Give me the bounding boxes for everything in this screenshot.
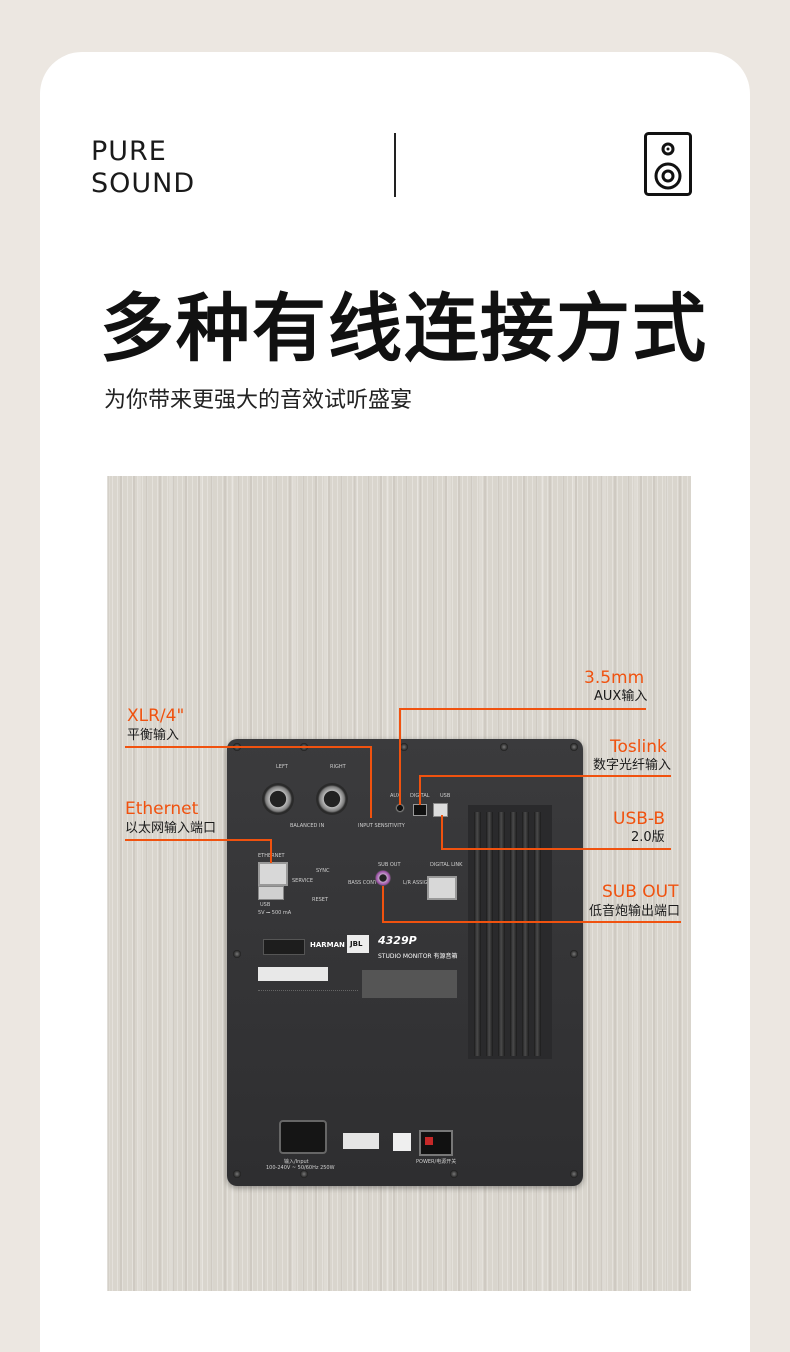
heatsink-fin — [534, 812, 541, 1056]
screw — [400, 743, 408, 751]
usb-power-label: 5V ⎓ 500 mA — [258, 910, 292, 916]
input-label: 输入/Input — [284, 1159, 309, 1165]
left-label: LEFT — [276, 764, 288, 770]
warning-label — [362, 970, 457, 998]
service-label: SERVICE — [292, 878, 314, 884]
bass-contour-label: BASS CONTOUR — [348, 880, 389, 886]
heatsink-fin — [474, 812, 481, 1056]
cert-sticker — [393, 1133, 411, 1151]
usbb-callout-desc: 2.0版 — [631, 830, 665, 845]
screw — [570, 950, 578, 958]
subout-callout-desc: 低音炮输出端口 — [589, 904, 681, 919]
balanced-in-label: BALANCED IN — [290, 823, 325, 829]
power-socket[interactable] — [279, 1120, 327, 1154]
xlr-callout-desc: 平衡输入 — [127, 728, 180, 743]
usb-top-label: USB — [440, 793, 451, 799]
ethernet-callout-desc: 以太网输入端口 — [125, 821, 217, 836]
jbl-logo-box — [347, 935, 369, 953]
input-spec-label: 100-240V ~ 50/60Hz 250W — [266, 1165, 335, 1171]
sub-out-label: SUB OUT — [378, 862, 401, 868]
xlr-left-jack[interactable] — [262, 783, 294, 815]
toslink-port[interactable] — [413, 804, 427, 816]
xlr-leader-line — [370, 746, 372, 818]
speaker-icon — [644, 132, 692, 196]
xlr-leader-line — [125, 746, 372, 748]
aux-jack[interactable] — [395, 803, 405, 813]
heatsink-fin — [522, 812, 529, 1056]
power-label: POWER/电源开关 — [416, 1159, 457, 1165]
usbb-leader-line — [441, 815, 443, 850]
power-switch[interactable] — [419, 1130, 453, 1156]
usb-b-port[interactable] — [433, 803, 448, 817]
header-divider — [394, 133, 396, 197]
screw — [570, 1170, 578, 1178]
aux-callout-title: 3.5mm — [584, 668, 645, 688]
screw — [450, 1170, 458, 1178]
model-subtitle: STUDIO MONITOR 有源音箱 — [378, 953, 458, 960]
screw — [570, 743, 578, 751]
toslink-callout-desc: 数字光纤输入 — [593, 758, 672, 773]
label-plate — [263, 939, 305, 955]
page-subtitle: 为你带来更强大的音效试听盛宴 — [104, 388, 413, 413]
toslink-callout-title: Toslink — [610, 737, 667, 757]
aux-label: AUX — [390, 793, 401, 799]
screw — [500, 743, 508, 751]
aux-leader-line — [399, 708, 401, 805]
ethernet-leader-line — [270, 839, 272, 863]
screw — [300, 1170, 308, 1178]
serial-sticker — [258, 967, 328, 981]
toslink-leader-line — [419, 775, 421, 805]
heatsink-fin — [510, 812, 517, 1056]
ethernet-port[interactable] — [258, 862, 288, 886]
xlr-callout-title: XLR/4" — [127, 706, 185, 726]
usb-label: USB — [260, 902, 271, 908]
sub-out-jack[interactable] — [375, 870, 391, 886]
sync-label: SYNC — [316, 868, 330, 874]
ethernet-callout-title: Ethernet — [125, 799, 199, 819]
usb-a-port[interactable] — [258, 886, 284, 900]
lr-assign-label: L/R ASSIGN — [403, 880, 432, 886]
input-sensitivity-label: INPUT SENSITIVITY — [358, 823, 405, 829]
ethernet-leader-line — [125, 839, 272, 841]
brand-line-2: SOUND — [91, 168, 196, 199]
heatsink-fin — [486, 812, 493, 1056]
reset-label: RESET — [312, 897, 329, 903]
brand-line-1: PURE — [91, 136, 167, 167]
model-number: 4329P — [378, 934, 417, 947]
screw — [233, 1170, 241, 1178]
subout-leader-line — [383, 921, 681, 923]
page-title: 多种有线连接方式 — [100, 286, 708, 372]
xlr-right-jack[interactable] — [316, 783, 348, 815]
jbl-logo: JBL — [350, 940, 363, 948]
digital-link-port[interactable] — [427, 876, 457, 900]
screw — [233, 950, 241, 958]
toslink-leader-line — [419, 775, 671, 777]
harman-logo: HARMAN — [310, 941, 345, 949]
digital-link-label: DIGITAL LINK — [430, 862, 463, 868]
subout-leader-line — [382, 886, 384, 923]
aux-callout-desc: AUX输入 — [594, 689, 648, 704]
subout-callout-title: SUB OUT — [602, 882, 679, 902]
regulatory-text-block — [258, 990, 358, 1081]
heatsink-fin — [498, 812, 505, 1056]
usbb-callout-title: USB-B — [613, 809, 666, 829]
right-label: RIGHT — [330, 764, 346, 770]
aux-leader-line — [399, 708, 646, 710]
usbb-leader-line — [441, 848, 671, 850]
rating-sticker — [343, 1133, 379, 1149]
